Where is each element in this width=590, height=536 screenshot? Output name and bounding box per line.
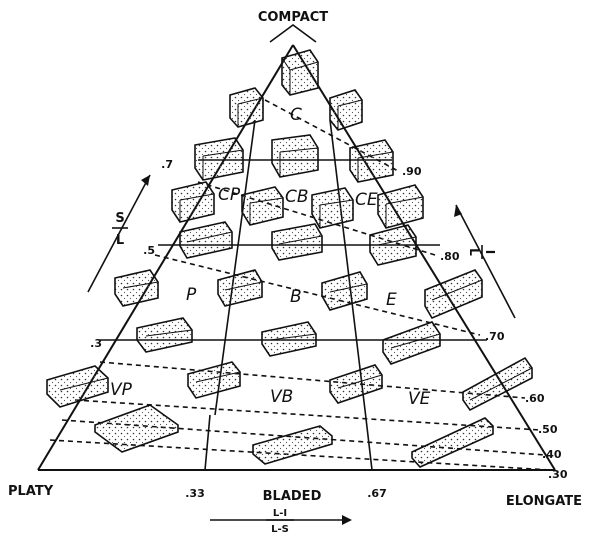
- right-axis-numerator: I: [483, 250, 497, 254]
- class-label-b: B: [290, 287, 302, 307]
- class-label-c: C: [290, 105, 302, 125]
- particle-ve: [329, 364, 383, 404]
- particle-b-2: [321, 271, 368, 311]
- bottom-tick-0: .33: [185, 487, 205, 500]
- particle-vb-2: [261, 321, 317, 357]
- particle-shapes: [46, 49, 533, 468]
- sl-numerator: S: [115, 211, 124, 226]
- class-label-ce: CE: [355, 190, 378, 210]
- right-arrow: [454, 204, 516, 319]
- particle-vb: [187, 361, 241, 399]
- particle-vp: [46, 365, 109, 408]
- particle-ve-2: [382, 321, 441, 365]
- bottom-tick-1: .67: [367, 487, 387, 500]
- class-label-vb: VB: [270, 387, 293, 407]
- particle-ve-long: [462, 356, 533, 412]
- particle-vp-2: [136, 317, 193, 353]
- particle-platy-bottom: [94, 404, 179, 453]
- particle-cp-3: [179, 221, 233, 259]
- class-label-cb: CB: [285, 187, 309, 207]
- particle-bladed-bottom: [252, 425, 333, 465]
- particle-c-left: [229, 87, 264, 128]
- left-tick-2: .3: [90, 337, 102, 350]
- bottom-axis-label: L-I L-S: [266, 508, 294, 535]
- right-axis-label: I L: [467, 245, 497, 259]
- left-tick-1: .5: [143, 244, 155, 257]
- particle-cp-1: [194, 137, 244, 181]
- right-axis-denominator: L: [467, 248, 481, 256]
- sl-denominator: L: [116, 233, 124, 248]
- right-tick-2: .70: [485, 330, 505, 343]
- class-label-vp: VP: [110, 380, 133, 400]
- lil-numerator: L-I: [273, 508, 287, 519]
- corner-label-bladed: BLADED: [263, 489, 322, 504]
- right-tick-3: .60: [525, 392, 545, 405]
- particle-cb-3: [311, 187, 354, 229]
- particle-cp-2: [171, 181, 215, 223]
- right-tick-0: .90: [402, 165, 422, 178]
- particle-b: [217, 269, 263, 307]
- class-label-e: E: [386, 290, 397, 310]
- particle-c-right: [329, 89, 363, 131]
- right-tick-5: .40: [542, 448, 562, 461]
- particle-e: [424, 269, 483, 320]
- particle-compact-top: [281, 49, 319, 96]
- particle-cb-2: [241, 186, 284, 226]
- right-tick-1: .80: [440, 250, 460, 263]
- class-label-cp: CP: [218, 185, 241, 205]
- class-label-p: P: [186, 285, 197, 305]
- particle-ce-3: [369, 224, 417, 266]
- lil-denominator: L-S: [271, 524, 289, 535]
- corner-label-platy: PLATY: [8, 484, 54, 499]
- class-label-ve: VE: [408, 389, 431, 409]
- particle-ce-2: [377, 184, 424, 229]
- corner-label-compact: COMPACT: [258, 10, 328, 25]
- particle-cb-1: [271, 134, 319, 178]
- right-tick-6: .30: [548, 468, 568, 481]
- corner-label-elongate: ELONGATE: [506, 494, 582, 509]
- top-caret: [269, 24, 317, 43]
- particle-p: [114, 269, 159, 307]
- particle-elongate-bottom: [411, 417, 494, 468]
- left-tick-0: .7: [161, 158, 173, 171]
- left-axis-label: S L: [112, 211, 128, 248]
- particle-cb-4: [271, 223, 323, 261]
- left-arrow: [87, 174, 151, 293]
- right-tick-4: .50: [538, 423, 558, 436]
- particle-ce-1: [349, 139, 394, 183]
